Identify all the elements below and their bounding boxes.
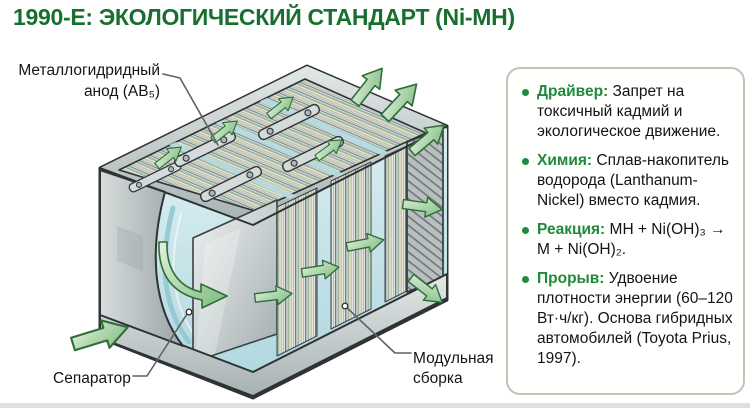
label-separator: Сепаратор [53, 370, 131, 387]
case-left-wall [99, 169, 184, 347]
item-keyword: Реакция: [537, 221, 606, 238]
label-module: Модульная сборка [413, 350, 494, 387]
bullet-icon [522, 158, 529, 165]
wall-seam [117, 226, 143, 271]
item-keyword: Драйвер: [537, 83, 609, 100]
bullet-icon [522, 227, 529, 234]
info-item-breakthrough: Прорыв: Удвоение плотности энергии (60–1… [520, 269, 734, 369]
bullet-icon [522, 89, 529, 96]
info-item-text: Драйвер: Запрет на токсичный кадмий и эк… [537, 82, 734, 142]
item-body: Сплав-накопитель водорода (Lanthanum-Nic… [537, 152, 729, 209]
info-item-reaction: Реакция: MH + Ni(OH)₃ → M + Ni(OH)₂. [520, 220, 734, 260]
gas-flow-arrows [67, 60, 452, 359]
item-body: MH + Ni(OH)₃ → M + Ni(OH)₂. [537, 221, 726, 258]
label-anode: Металлогидридный анод (AB₅) [18, 62, 160, 100]
info-item-text: Реакция: MH + Ni(OH)₃ → M + Ni(OH)₂. [537, 220, 734, 260]
info-item-text: Прорыв: Удвоение плотности энергии (60–1… [537, 269, 734, 369]
leader-lines [132, 73, 412, 377]
item-keyword: Химия: [537, 152, 593, 169]
curved-flow-arrow [158, 241, 228, 309]
info-panel: Драйвер: Запрет на токсичный кадмий и эк… [506, 67, 745, 395]
callout-dot-separator [185, 308, 193, 316]
item-body: Удвоение плотности энергии (60–120 Вт·ч/… [537, 270, 733, 367]
info-item-driver: Драйвер: Запрет на токсичный кадмий и эк… [520, 82, 734, 142]
battery-cutaway-illustration [67, 60, 452, 400]
leader-line-anode [162, 73, 219, 146]
item-body: Запрет на токсичный кадмий и экологическ… [537, 83, 721, 140]
tub-wall-contour [162, 205, 192, 345]
page-title: 1990-Е: ЭКОЛОГИЧЕСКИЙ СТАНДАРТ (Ni-MH) [13, 4, 515, 30]
callout-dot-module [341, 302, 349, 310]
image-bottom-border [0, 403, 750, 408]
bullet-icon [522, 276, 529, 283]
leader-line-separator [132, 313, 188, 377]
item-keyword: Прорыв: [537, 270, 605, 287]
leader-line-module [344, 305, 412, 354]
info-item-chemistry: Химия: Сплав-накопитель водорода (Lantha… [520, 151, 734, 211]
info-item-text: Химия: Сплав-накопитель водорода (Lantha… [537, 151, 734, 211]
